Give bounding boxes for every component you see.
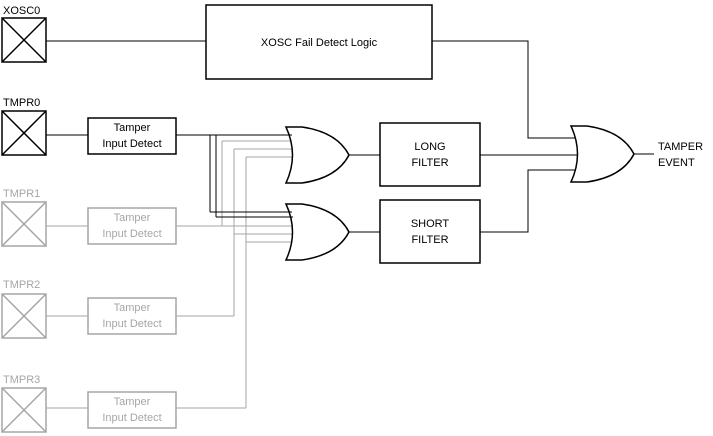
pin-box-xosc0 bbox=[1, 17, 47, 63]
tamper-detect-3-line2: Input Detect bbox=[102, 412, 161, 424]
pin-label-xosc0: XOSC0 bbox=[3, 5, 40, 17]
long-filter-block bbox=[379, 122, 481, 187]
pin-label-tmpr1: TMPR1 bbox=[3, 188, 40, 200]
tamper-detect-0-line1: Tamper bbox=[114, 122, 151, 134]
pin-label-tmpr0: TMPR0 bbox=[3, 97, 40, 109]
pin-label-tmpr3: TMPR3 bbox=[3, 374, 40, 386]
tamper-detect-1-line1: Tamper bbox=[114, 212, 151, 224]
xosc-fail-detect-label: XOSC Fail Detect Logic bbox=[261, 37, 378, 49]
or-gate-output bbox=[569, 125, 635, 183]
long-filter-line1: LONG bbox=[414, 141, 445, 153]
tamper-detect-3-line1: Tamper bbox=[114, 396, 151, 408]
tamper-detect-block-3 bbox=[87, 391, 177, 429]
pin-box-tmpr1 bbox=[1, 201, 47, 247]
output-label-line1: TAMPER bbox=[658, 141, 703, 153]
pin-box-tmpr3 bbox=[1, 387, 47, 433]
tamper-detect-block-0 bbox=[87, 117, 177, 155]
pin-box-tmpr2 bbox=[1, 293, 47, 339]
or-gate-long bbox=[284, 126, 350, 184]
xosc-fail-detect-block bbox=[205, 4, 433, 80]
inactive-wiring bbox=[46, 140, 295, 409]
tamper-detect-2-line1: Tamper bbox=[114, 302, 151, 314]
tamper-detect-block-2 bbox=[87, 297, 177, 335]
pin-label-tmpr2: TMPR2 bbox=[3, 279, 40, 291]
short-filter-line2: FILTER bbox=[411, 234, 448, 246]
tamper-detect-1-line2: Input Detect bbox=[102, 228, 161, 240]
active-wiring bbox=[46, 40, 654, 233]
pin-box-tmpr0 bbox=[1, 110, 47, 156]
tamper-detect-2-line2: Input Detect bbox=[102, 318, 161, 330]
short-filter-block bbox=[379, 199, 481, 264]
long-filter-line2: FILTER bbox=[411, 157, 448, 169]
gate-input-stubs bbox=[286, 134, 293, 218]
tamper-detect-0-line2: Input Detect bbox=[102, 138, 161, 150]
output-label-line2: EVENT bbox=[658, 157, 695, 169]
short-filter-line1: SHORT bbox=[411, 218, 450, 230]
or-gate-short bbox=[284, 203, 350, 261]
tamper-detect-block-1 bbox=[87, 207, 177, 245]
